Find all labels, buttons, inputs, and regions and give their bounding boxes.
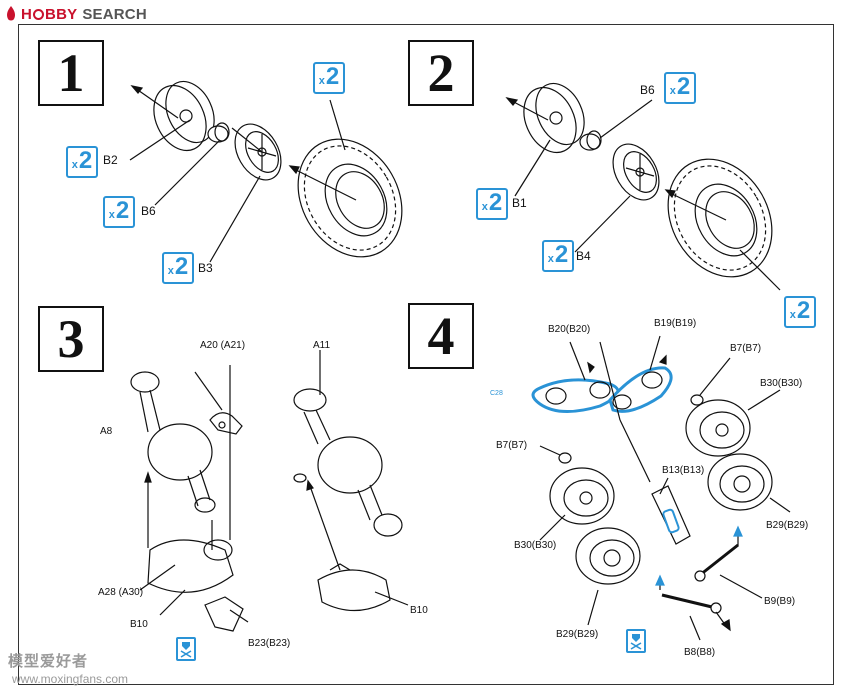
part-label-b13: B13(B13)	[662, 465, 705, 476]
brand-text-search: SEARCH	[82, 5, 147, 23]
step2-cap-b6	[579, 130, 602, 151]
step4-wheel-b29-right	[707, 453, 773, 511]
brand-text-bby: BBY	[45, 5, 78, 23]
step4-arm-b8	[661, 593, 722, 614]
quantity-prefix: x	[789, 309, 796, 321]
part-label-b30: B30(B30)	[760, 378, 803, 389]
part-label-b23: B23(B23)	[248, 638, 291, 649]
part-label-a20: A20 (A21)	[200, 340, 246, 351]
quantity-prefix: x	[481, 201, 488, 213]
part-label-b7: B7(B7)	[730, 343, 762, 354]
part-label-b3: B3	[198, 261, 213, 275]
cement-icon	[626, 629, 646, 653]
step3-bracket-a20	[209, 412, 243, 435]
step4-arm-b9	[694, 543, 739, 582]
step4-wheel-b30-right	[685, 399, 751, 457]
step4-washer-b7-left	[558, 452, 572, 464]
quantity-prefix: x	[318, 75, 325, 87]
part-label-a28: A28 (A30)	[98, 587, 144, 598]
quantity-value: 2	[78, 147, 93, 174]
step-2-number: 2	[408, 40, 474, 106]
step4-wheel-b29-left	[575, 527, 641, 585]
quantity-prefix: x	[108, 209, 115, 221]
part-label-a8: A8	[100, 426, 113, 437]
quantity-prefix: x	[71, 159, 78, 171]
step3-part-b23	[204, 596, 244, 632]
quantity-value: 2	[488, 189, 503, 216]
step1-tire	[297, 138, 403, 258]
quantity-value: 2	[174, 253, 189, 280]
step-1-number: 1	[38, 40, 104, 106]
watermark-text: 模型爱好者	[8, 652, 89, 670]
quantity-prefix: x	[547, 253, 554, 265]
site-logo[interactable]: H BBY SEARCH	[4, 4, 147, 24]
glue-tube-icon	[180, 642, 192, 658]
quantity-value: 2	[554, 241, 569, 268]
part-label-b4: B4	[576, 249, 591, 263]
instruction-frame	[18, 24, 834, 685]
quantity-value: 2	[796, 297, 811, 324]
part-label-b8: B8(B8)	[684, 647, 716, 658]
step-4-number: 4	[408, 303, 474, 369]
part-label-b10: B10	[130, 619, 148, 630]
quantity-prefix: x	[669, 85, 676, 97]
step3-axle-a11	[293, 388, 403, 537]
quantity-value: 2	[115, 197, 130, 224]
part-label-b29: B29(B29)	[766, 520, 809, 531]
step3-axle-a8	[130, 371, 216, 513]
step4-wheel-b30-left	[549, 467, 615, 525]
part-label-b10: B10	[410, 605, 428, 616]
step4-bracket-b13	[651, 485, 691, 545]
step2-hub-b1	[523, 82, 585, 154]
part-label-b9: B9(B9)	[764, 596, 796, 607]
step2-rim-b4	[612, 143, 660, 201]
brand-text-h: H	[21, 5, 33, 23]
step1-rim-b3	[234, 123, 282, 181]
cement-icon	[176, 637, 196, 661]
part-label-b2: B2	[103, 153, 118, 167]
step4-link-b19	[608, 366, 673, 413]
color-reference: C28	[490, 390, 503, 397]
glue-tube-icon	[630, 634, 642, 650]
watermark-url: www.moxingfans.com	[12, 672, 129, 686]
step3-cover-a28	[147, 539, 234, 593]
step3-cover-b10	[317, 563, 391, 612]
step-3-number: 3	[38, 306, 104, 372]
part-label-b6: B6	[141, 204, 156, 218]
part-label-b29: B29(B29)	[556, 629, 599, 640]
quantity-prefix: x	[167, 265, 174, 277]
quantity-value: 2	[676, 73, 691, 100]
step2-tire	[667, 158, 773, 278]
part-label-b20: B20(B20)	[548, 324, 591, 335]
brand-mark-icon	[7, 6, 15, 21]
step1-hub-b2	[153, 80, 215, 152]
part-label-b30: B30(B30)	[514, 540, 557, 551]
part-label-b7: B7(B7)	[496, 440, 528, 451]
part-label-b6: B6	[640, 83, 655, 97]
step4-link-b20	[531, 378, 620, 414]
step1-cap-b6	[207, 122, 230, 143]
part-label-b19: B19(B19)	[654, 318, 697, 329]
step4-washer-b7-right	[690, 394, 704, 406]
quantity-value: 2	[325, 63, 340, 90]
part-label-b1: B1	[512, 196, 527, 210]
brand-o-icon	[33, 8, 45, 20]
part-label-a11: A11	[313, 340, 331, 351]
